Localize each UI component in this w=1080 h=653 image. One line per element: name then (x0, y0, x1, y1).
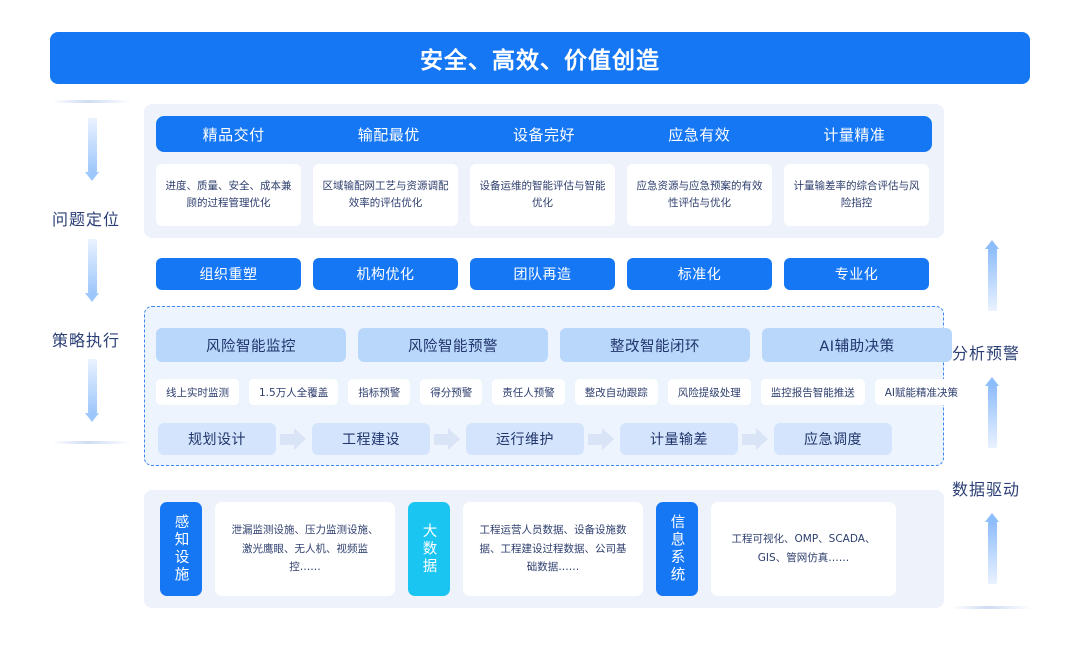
flow-arrow-icon (584, 428, 620, 450)
arrow-up-icon (985, 240, 999, 311)
data-source-body-2: 工程运营人员数据、设备设施数据、工程建设过程数据、公司基础数据…… (463, 502, 643, 596)
goal-description-2: 区域输配网工艺与资源调配效率的评估优化 (313, 164, 458, 226)
capability-tag[interactable]: 监控报告智能推送 (760, 379, 865, 405)
left-rail-label-2: 策略执行 (52, 331, 121, 350)
flow-stage-2[interactable]: 工程建设 (312, 423, 430, 455)
left-rail-label-1: 问题定位 (52, 210, 121, 229)
data-source-tab-1[interactable]: 感知设施 (160, 502, 202, 596)
rail-divider-right (952, 606, 1032, 609)
flow-arrow-icon (738, 428, 774, 450)
capability-title-2[interactable]: 风险智能预警 (358, 328, 548, 362)
right-rail: 分析预警 数据驱动 (952, 236, 1044, 626)
capability-tag[interactable]: 指标预警 (348, 379, 411, 405)
strategy-pill-5[interactable]: 专业化 (784, 258, 929, 290)
data-source-body-3: 工程可视化、OMP、SCADA、GIS、管网仿真…… (711, 502, 896, 596)
goal-description-row: 进度、质量、安全、成本兼顾的过程管理优化 区域输配网工艺与资源调配效率的评估优化… (156, 164, 929, 226)
rail-divider-top (52, 100, 132, 103)
data-source-body-1: 泄漏监测设施、压力监测设施、激光鹰眼、无人机、视频监控…… (215, 502, 395, 596)
flow-stage-3[interactable]: 运行维护 (466, 423, 584, 455)
capability-tag[interactable]: AI赋能精准决策 (874, 379, 968, 405)
goal-header-4: 应急有效 (668, 125, 731, 144)
goal-header-3: 设备完好 (513, 125, 576, 144)
capability-title-1[interactable]: 风险智能监控 (156, 328, 346, 362)
arrow-down-icon (85, 239, 99, 302)
arrow-down-icon (85, 359, 99, 422)
right-rail-label-1: 分析预警 (952, 344, 1021, 363)
data-source-tab-3[interactable]: 信息系统 (656, 502, 698, 596)
capability-tag[interactable]: 风险提级处理 (667, 379, 751, 405)
page-title: 安全、高效、价值创造 (50, 32, 1030, 84)
strategy-pill-1[interactable]: 组织重塑 (156, 258, 301, 290)
flow-stage-1[interactable]: 规划设计 (158, 423, 276, 455)
lifecycle-flow-row: 规划设计 工程建设 运行维护 计量输差 应急调度 (158, 423, 892, 455)
rail-divider-bottom (52, 441, 132, 444)
goal-header-1: 精品交付 (202, 125, 265, 144)
capability-title-3[interactable]: 整改智能闭环 (560, 328, 750, 362)
strategy-pill-4[interactable]: 标准化 (627, 258, 772, 290)
strategy-pill-row: 组织重塑 机构优化 团队再造 标准化 专业化 (156, 258, 929, 290)
arrow-up-icon (985, 377, 999, 448)
capability-tag[interactable]: 得分预警 (420, 379, 483, 405)
goal-description-4: 应急资源与应急预案的有效性评估与优化 (627, 164, 772, 226)
goal-description-1: 进度、质量、安全、成本兼顾的过程管理优化 (156, 164, 301, 226)
capability-tag-row: 线上实时监测 1.5万人全覆盖 指标预警 得分预警 责任人预警 整改自动跟踪 风… (156, 379, 968, 405)
goal-header-2: 输配最优 (357, 125, 420, 144)
capability-title-4[interactable]: AI辅助决策 (762, 328, 952, 362)
data-source-tab-2[interactable]: 大数据 (408, 502, 450, 596)
goal-header-bar: 精品交付 输配最优 设备完好 应急有效 计量精准 (156, 116, 932, 152)
strategy-pill-3[interactable]: 团队再造 (470, 258, 615, 290)
capability-tag[interactable]: 1.5万人全覆盖 (249, 379, 339, 405)
flow-arrow-icon (276, 428, 312, 450)
flow-stage-5[interactable]: 应急调度 (774, 423, 892, 455)
flow-arrow-icon (430, 428, 466, 450)
data-source-row: 感知设施 泄漏监测设施、压力监测设施、激光鹰眼、无人机、视频监控…… 大数据 工… (160, 502, 896, 596)
goal-header-5: 计量精准 (823, 125, 886, 144)
goal-description-3: 设备运维的智能评估与智能优化 (470, 164, 615, 226)
arrow-up-icon (985, 513, 999, 584)
capability-tag[interactable]: 线上实时监测 (156, 379, 239, 405)
left-rail: 问题定位 策略执行 (52, 96, 132, 486)
arrow-down-icon (85, 118, 99, 181)
strategy-pill-2[interactable]: 机构优化 (313, 258, 458, 290)
flow-stage-4[interactable]: 计量输差 (620, 423, 738, 455)
capability-tag[interactable]: 责任人预警 (492, 379, 565, 405)
capability-tag[interactable]: 整改自动跟踪 (574, 379, 658, 405)
right-rail-label-2: 数据驱动 (952, 480, 1021, 499)
capability-title-row: 风险智能监控 风险智能预警 整改智能闭环 AI辅助决策 (156, 328, 952, 362)
goal-description-5: 计量输差率的综合评估与风险指控 (784, 164, 929, 226)
